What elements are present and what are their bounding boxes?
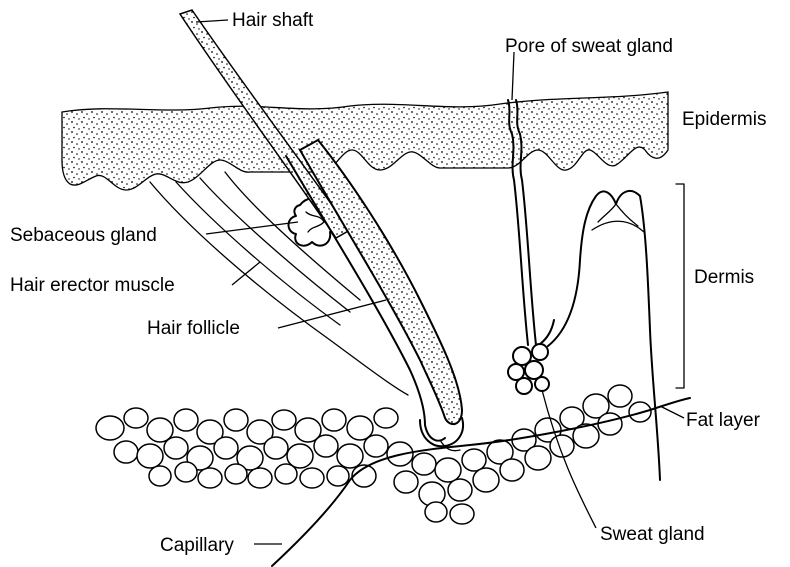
leader-hair-shaft	[196, 20, 228, 22]
dermal-papilla-inner	[592, 204, 644, 232]
label-hair-follicle: Hair follicle	[147, 318, 240, 339]
leader-erector	[232, 262, 260, 285]
sweat-gland-link	[540, 320, 554, 344]
label-dermis: Dermis	[694, 267, 754, 288]
leader-pore	[512, 52, 514, 100]
leader-fat	[660, 406, 684, 418]
label-capillary: Capillary	[160, 535, 234, 556]
label-epidermis: Epidermis	[682, 109, 766, 130]
fat-layer-cells	[96, 385, 651, 524]
label-fat-layer: Fat layer	[686, 410, 761, 431]
sweat-gland-coil	[508, 344, 549, 394]
label-hair-shaft: Hair shaft	[232, 10, 314, 31]
epidermis-layer	[62, 92, 668, 190]
hair-follicle-shape	[300, 140, 462, 424]
label-sebaceous-gland: Sebaceous gland	[10, 225, 157, 246]
leader-sebaceous	[206, 222, 298, 234]
label-hair-erector-muscle: Hair erector muscle	[10, 275, 175, 296]
label-pore-of-sweat-gland: Pore of sweat gland	[505, 36, 673, 57]
label-sweat-gland: Sweat gland	[600, 524, 705, 545]
dermis-bracket	[676, 184, 684, 388]
